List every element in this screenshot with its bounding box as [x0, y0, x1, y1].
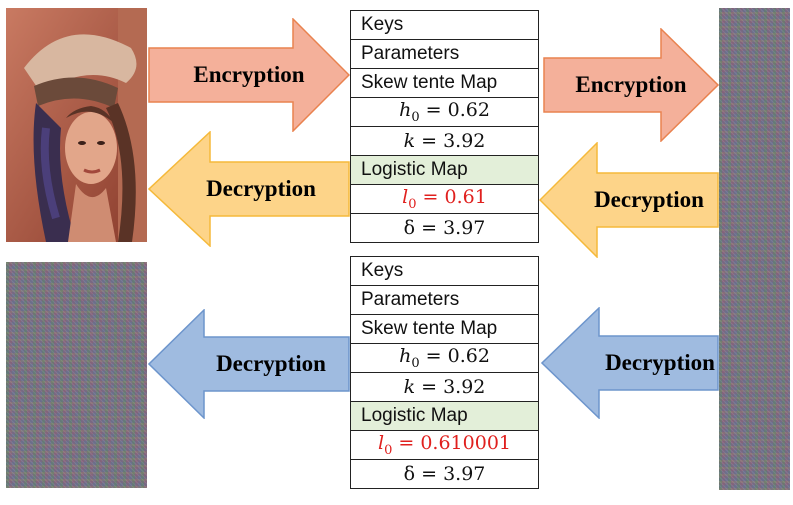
- parameters-header: Parameters: [350, 285, 539, 315]
- decryption-label: Decryption: [206, 176, 316, 201]
- logistic-map-label: Logistic Map: [350, 401, 539, 431]
- l0-value: l0 = 0.61: [350, 184, 539, 214]
- k-value: k = 3.92: [350, 126, 539, 156]
- parameters-header: Parameters: [350, 39, 539, 69]
- keys-header: Keys: [350, 10, 539, 40]
- h0-value: h0 = 0.62: [350, 97, 539, 127]
- skew-tent-map-label: Skew tente Map: [350, 68, 539, 98]
- skew-tent-map-label: Skew tente Map: [350, 314, 539, 344]
- delta-value: δ = 3.97: [350, 213, 539, 243]
- h0-value: h0 = 0.62: [350, 343, 539, 373]
- key-table-bottom: Keys Parameters Skew tente Map h0 = 0.62…: [350, 256, 539, 489]
- keys-header: Keys: [350, 256, 539, 286]
- l0-value: l0 = 0.610001: [350, 430, 539, 460]
- logistic-map-label: Logistic Map: [350, 155, 539, 185]
- decryption-label: Decryption: [594, 187, 704, 212]
- decryption-arrow-yellow-left: Decryption: [148, 131, 350, 247]
- delta-value: δ = 3.97: [350, 459, 539, 489]
- encryption-label: Encryption: [193, 62, 305, 87]
- decrypted-noise-image: [6, 262, 147, 488]
- decryption-label: Decryption: [605, 350, 715, 375]
- decryption-label: Decryption: [216, 351, 326, 376]
- decryption-arrow-blue-right: Decryption: [541, 307, 719, 419]
- original-image: [6, 8, 147, 242]
- encryption-label: Encryption: [575, 72, 687, 97]
- encrypted-image-right: [719, 8, 790, 490]
- k-value: k = 3.92: [350, 372, 539, 402]
- decryption-arrow-blue-left: Decryption: [148, 309, 350, 419]
- encryption-arrow-left: Encryption: [148, 18, 350, 132]
- encryption-arrow-right: Encryption: [543, 28, 719, 142]
- portrait-photo-icon: [6, 8, 147, 242]
- key-table-top: Keys Parameters Skew tente Map h0 = 0.62…: [350, 10, 539, 243]
- decryption-arrow-yellow-right: Decryption: [539, 142, 719, 258]
